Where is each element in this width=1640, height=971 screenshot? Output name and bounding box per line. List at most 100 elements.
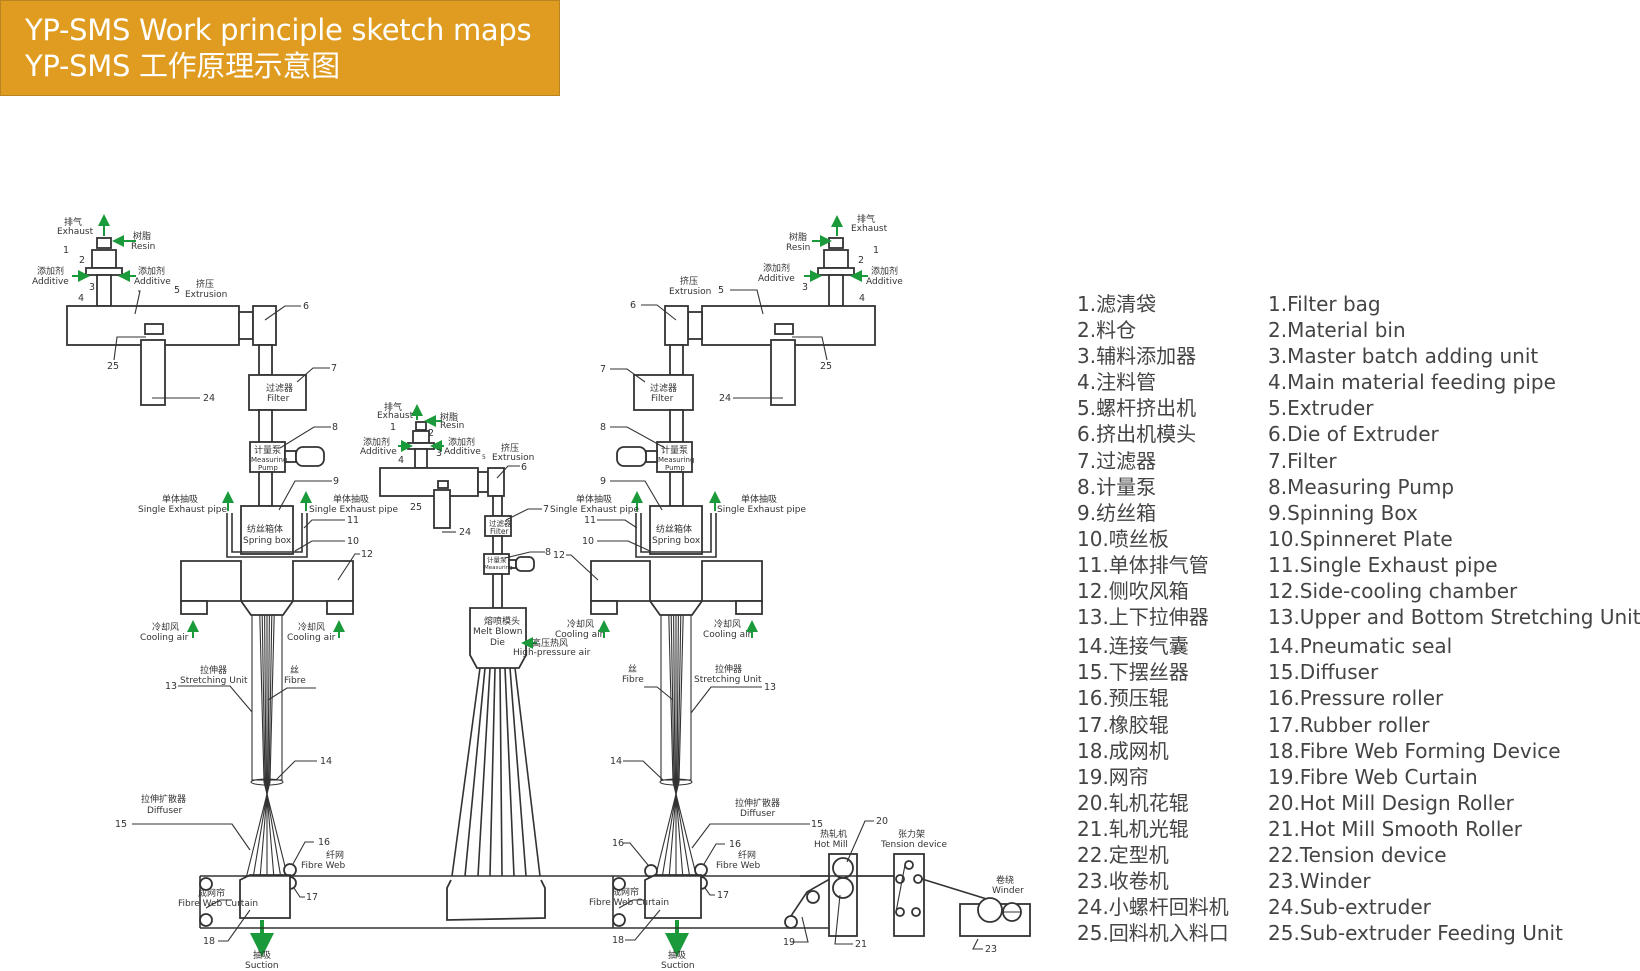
label: Fibre Web Curtain [178,899,258,909]
curtain-roller [612,877,626,891]
legend-en-item-16: 16.Pressure roller [1268,686,1444,711]
label: 添加剂 [138,265,165,277]
legend-en-item-4: 4.Main material feeding pipe [1268,370,1556,395]
meltblown-strand [499,667,503,877]
spinning-box [240,505,294,555]
callout-11: 11 [584,515,596,526]
meltblown-strand [509,667,527,877]
extruder-neck [238,311,254,340]
callout-14: 14 [610,756,622,767]
label: 冷却风 [714,618,741,630]
callout-25: 25 [820,361,832,372]
label: 熔喷模头 [484,615,520,627]
legend-en-item-5: 5.Extruder [1268,396,1374,421]
pipe [669,471,684,507]
label: Die [490,638,505,648]
callout-23: 23 [985,944,997,955]
label: Resin [440,421,464,431]
callout-9: 9 [333,476,339,487]
tension-roller [911,907,921,917]
label: 纺丝箱体 [656,523,692,535]
callout-3: 3 [802,282,808,293]
pipe [492,495,503,517]
label: 添加剂 [37,265,64,277]
legend-en-item-2: 2.Material bin [1268,318,1406,343]
chamber-foot [180,600,208,615]
legend-zh-item-8: 8.计量泵 [1077,474,1157,499]
fibre-strand [673,614,684,877]
callout-18: 18 [612,935,624,946]
legend-zh-item-12: 12.侧吹风箱 [1077,579,1189,604]
legend-en-item-17: 17.Rubber roller [1268,712,1430,737]
web-path [921,878,991,901]
meltblown-strand [477,667,491,877]
callout-3: 3 [89,282,95,293]
label: 添加剂 [448,436,475,448]
legend-zh-item-1: 1.滤清袋 [1077,292,1157,316]
label: Winder [992,886,1024,896]
fibre-strand [668,614,679,877]
label: 高压热风 [532,637,568,649]
fibre-strand [655,614,684,877]
pipe [669,344,684,376]
leader-line [846,820,874,863]
callout-16: 16 [318,837,330,848]
callout-7: 7 [543,504,549,515]
extruder-neck [477,471,489,493]
side-cooling-chamber [590,560,763,616]
callout-5: 5 [482,454,486,461]
guide-roller [806,890,820,904]
meltblown-strand [464,667,486,877]
pipe [492,573,503,609]
fibre-strand [670,614,691,877]
single-exhaust-pipe [635,513,717,558]
fibre-strand [259,614,270,877]
label: 卷绕 [996,874,1014,886]
label: 过滤器 [650,382,677,394]
left-spunbond-unit: 排气 Exhaust 树脂 Resin 添加剂 Additive 添加剂 Add… [32,214,398,971]
sub-extruder [770,339,796,406]
leader-line [566,554,599,581]
feeding-pipe [828,274,844,307]
pipe [258,471,273,507]
label: Resin [131,242,155,252]
label: Fibre [284,676,306,686]
leader-line [623,842,649,866]
callout-24: 24 [719,393,731,404]
label: Tension device [880,840,947,850]
leader-line [703,843,725,865]
label: 丝 [290,664,299,676]
sub-extruder-feed [437,480,449,489]
callout-10: 10 [582,536,594,547]
label: 计量泵 [254,444,281,456]
legend-en-item-24: 24.Sub-extruder [1268,895,1431,920]
label: Extrusion [185,290,227,300]
label: 排气 [384,401,402,413]
label: 抽吸 [668,949,686,961]
meltblown-strand [489,667,496,877]
callout-15: 15 [115,819,127,830]
callout-6: 6 [303,301,309,312]
label: Stretching Unit [180,676,248,686]
legend-zh-item-13: 13.上下拉伸器 [1077,605,1209,630]
pneumatic-seal [250,778,284,786]
label: 纤网 [738,849,756,861]
label: Fibre Web [301,861,346,871]
fibre-strand [661,614,682,877]
legend-zh-item-24: 24.小螺杆回料机 [1077,895,1229,920]
label: 排气 [64,216,82,228]
label: 过滤器 [266,382,293,394]
callout-1: 1 [390,422,396,433]
label: Single Exhaust pipe [550,505,639,515]
legend-zh-item-10: 10.喷丝板 [1077,526,1169,551]
legend-en-item-21: 21.Hot Mill Smooth Roller [1268,816,1522,841]
callout-9: 9 [600,476,606,487]
legend-en-item-9: 9.Spinning Box [1268,500,1418,525]
label: Spring box [243,536,292,546]
callout-1: 1 [63,245,69,256]
label: Extrusion [669,287,711,297]
leader-line [792,916,809,943]
label: Suction [661,961,695,971]
